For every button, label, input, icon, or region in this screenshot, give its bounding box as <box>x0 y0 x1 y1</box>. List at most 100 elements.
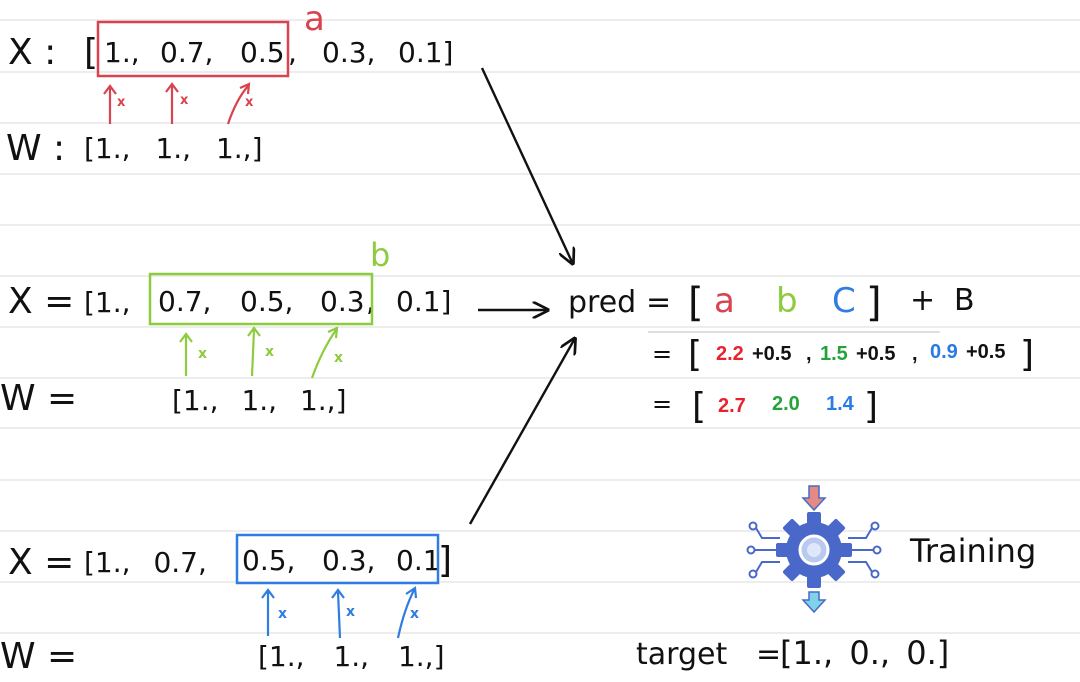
row2-mult-2: x <box>265 344 274 360</box>
pred-line-3: = [ 2.7 2.0 1.4 ] <box>652 386 878 427</box>
row2-mult-1: x <box>198 346 207 362</box>
pred-open: [ <box>688 280 704 326</box>
row2-mult-3: x <box>334 350 343 366</box>
arrow-row3-to-pred <box>468 340 574 525</box>
row1-w-vector: W : [1., 1., 1.,] <box>6 128 263 169</box>
line2-a-val: 2.2 <box>716 343 744 365</box>
window-box-b <box>148 272 374 326</box>
line3-close: ] <box>864 386 878 427</box>
row2-multiply-arrows <box>179 326 339 379</box>
line2-close: ] <box>1020 334 1034 375</box>
row2-x-val-3: 0.5, <box>240 285 293 318</box>
row3-multiply-arrows <box>261 586 418 639</box>
pred-a: a <box>714 281 735 321</box>
arrow-row1-to-pred <box>480 67 572 262</box>
row1-mult-2: x <box>180 93 189 108</box>
pred-plus: + <box>910 283 935 318</box>
row1-x-vector: X : [ 1., 0.7, 0.5 , 0.3, 0.1] <box>8 32 453 73</box>
line2-c-add: +0.5 <box>966 341 1005 363</box>
line2-c-val: 0.9 <box>930 341 958 363</box>
row3-x-label: X = <box>8 542 74 583</box>
pred-label: pred <box>568 285 636 320</box>
row2-w-vector: W = [1., 1., 1.,] <box>0 378 347 419</box>
row2-x-open: [1., <box>84 286 131 319</box>
line3-a-val: 2.7 <box>718 395 746 417</box>
training-label: Training <box>909 532 1036 570</box>
row3-arrow-3 <box>396 586 418 639</box>
pred-c: C <box>832 281 856 321</box>
row3-x-vector: X = [1., 0.7, 0.5, 0.3, 0.1 ] <box>8 540 452 583</box>
row2-x-val-5: 0.1] <box>396 285 451 318</box>
target-values: [1., 0., 0.] <box>780 634 949 672</box>
line2-eq: = <box>652 340 672 368</box>
row1-x-val-4: 0.3, <box>322 36 375 69</box>
window-label-b: b <box>370 236 390 274</box>
line2-open: [ <box>688 334 702 375</box>
row2-arrow-2 <box>247 326 261 377</box>
line3-open: [ <box>692 386 706 427</box>
row1-x-val-3: 0.5 <box>240 36 285 69</box>
training-gear-icon <box>746 485 882 614</box>
row3-x-open: [1., 0.7, <box>84 546 207 579</box>
target-vector: target = [1., 0., 0.] <box>636 634 949 672</box>
row1-arrow-3 <box>226 82 251 125</box>
row1-x-comma: , <box>288 36 297 69</box>
row1-mult-3: x <box>245 95 254 110</box>
row1-multiply-arrows <box>103 82 251 125</box>
window-box-a <box>96 20 290 78</box>
line2-sep2: , <box>912 343 918 365</box>
row3-w-label: W = <box>0 636 77 677</box>
row2-w-label: W = <box>0 378 77 419</box>
row3-w-vector: W = [1., 1., 1.,] <box>0 636 445 677</box>
pred-equation: pred = [ a b C ] + B <box>568 280 975 326</box>
row3-mult-1: x <box>278 606 287 622</box>
row3-w-values: [1., 1., 1.,] <box>258 640 445 673</box>
line3-b-val: 2.0 <box>772 393 800 415</box>
row3-x-val-5: 0.1 <box>396 544 441 577</box>
row1-x-val-2: 0.7, <box>160 36 213 69</box>
row2-w-values: [1., 1., 1.,] <box>172 384 347 417</box>
row2-x-comma: , <box>366 285 375 318</box>
pred-b: b <box>776 281 798 321</box>
row3-arrow-1 <box>261 588 275 636</box>
row1-x-val-5: 0.1] <box>398 36 453 69</box>
row1-x-label: X : <box>8 32 56 73</box>
target-eq: = <box>756 637 781 672</box>
pred-close: ] <box>866 280 882 326</box>
pred-line-2: = [ 2.2 +0.5 , 1.5 +0.5 , 0.9 +0.5 ] <box>652 334 1034 375</box>
line2-a-add: +0.5 <box>752 343 791 365</box>
pred-eq: = <box>646 285 671 320</box>
row1-mult-1: x <box>117 95 126 110</box>
row3-x-close: ] <box>438 540 452 581</box>
row3-mult-3: x <box>410 606 419 622</box>
window-box-c <box>235 533 440 585</box>
row1-w-values: [1., 1., 1.,] <box>84 132 263 165</box>
row2-arrow-1 <box>179 332 193 376</box>
row2-arrow-3 <box>310 326 339 379</box>
pred-bias: B <box>954 283 975 318</box>
ruled-lines <box>0 19 1080 634</box>
flow-arrows <box>468 67 574 525</box>
line3-eq: = <box>652 390 672 418</box>
line2-b-val: 1.5 <box>820 343 848 365</box>
row2-x-vector: X = [1., 0.7, 0.5, 0.3 , 0.1] <box>8 281 451 322</box>
row1-arrow-2 <box>165 82 179 124</box>
row3-arrow-2 <box>331 588 345 639</box>
line3-c-val: 1.4 <box>826 393 855 415</box>
row3-x-val-4: 0.3, <box>322 544 375 577</box>
row3-mult-2: x <box>346 604 355 620</box>
target-label: target <box>636 637 727 672</box>
row2-x-val-4: 0.3 <box>320 285 365 318</box>
row3-x-val-3: 0.5, <box>242 544 295 577</box>
row1-arrow-1 <box>103 84 117 124</box>
window-label-a: a <box>304 0 325 39</box>
row2-x-label: X = <box>8 281 74 322</box>
line2-b-add: +0.5 <box>856 343 895 365</box>
row1-x-open-bracket: [ <box>84 32 98 73</box>
row2-x-val-2: 0.7, <box>158 285 211 318</box>
row1-x-val-1: 1., <box>104 36 140 69</box>
line2-sep1: , <box>806 343 812 365</box>
row1-w-label: W : <box>6 128 65 169</box>
